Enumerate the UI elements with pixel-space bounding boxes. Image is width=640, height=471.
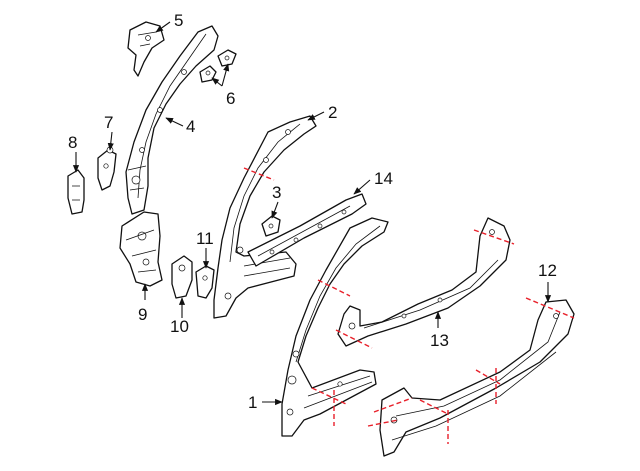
part-5-bracket xyxy=(127,21,165,77)
part-13-inner-rocker xyxy=(337,217,511,347)
part-1-body-side xyxy=(281,217,389,437)
callout-11: 11 xyxy=(196,229,214,248)
part-10-gusset xyxy=(171,255,193,299)
callout-13: 13 xyxy=(430,331,449,350)
leader-5 xyxy=(155,21,171,33)
leader-14 xyxy=(353,179,371,195)
leader-4 xyxy=(165,117,184,127)
callout-7: 7 xyxy=(104,113,113,132)
leader-7 xyxy=(107,131,114,151)
callout-12: 12 xyxy=(538,261,557,280)
callout-4: 4 xyxy=(186,117,195,136)
leader-6b xyxy=(221,63,230,87)
part-11-bracket xyxy=(195,265,215,299)
part-2-a-pillar xyxy=(213,115,317,319)
callout-14: 14 xyxy=(374,169,393,188)
callout-2: 2 xyxy=(328,103,337,122)
callout-3: 3 xyxy=(272,183,281,202)
callout-10: 10 xyxy=(170,317,189,336)
callout-1: 1 xyxy=(248,393,257,412)
part-3-clip xyxy=(261,215,281,237)
part-4-pillar-reinforcement xyxy=(125,25,219,215)
leader-6a xyxy=(211,77,223,87)
leader-3 xyxy=(271,201,279,219)
part-7-bracket xyxy=(97,146,117,191)
part-9-lower-panel xyxy=(119,211,163,287)
part-8-bracket xyxy=(67,169,85,215)
part-12-outer-rocker xyxy=(379,299,575,457)
leader-2 xyxy=(307,111,325,121)
callout-5: 5 xyxy=(174,11,183,30)
callout-6: 6 xyxy=(226,89,235,108)
callout-8: 8 xyxy=(68,133,77,152)
part-6-clips xyxy=(199,49,237,83)
callout-9: 9 xyxy=(138,305,147,324)
part-14-sill-reinforcement xyxy=(247,193,367,267)
